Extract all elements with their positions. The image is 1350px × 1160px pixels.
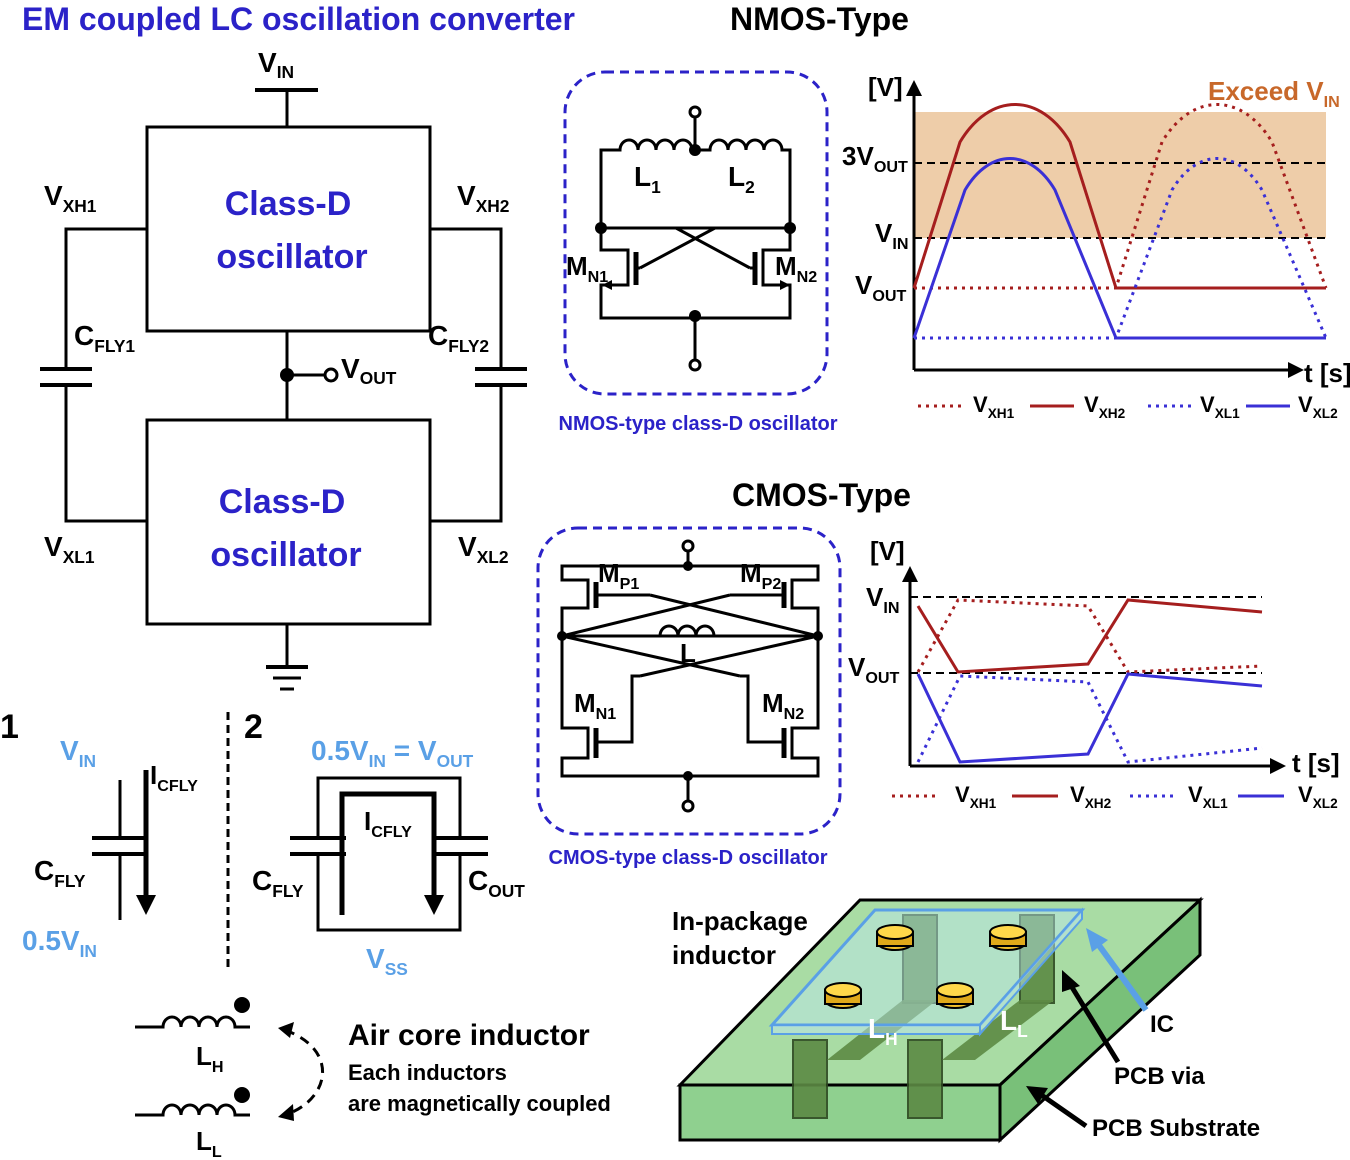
cmos-tick-vout: VOUT <box>848 652 900 687</box>
phase-2-number: 2 <box>244 708 263 746</box>
cmos-mp1-label: MP1 <box>598 558 639 593</box>
nmos-title: NMOS-Type <box>730 1 909 37</box>
cmos-l-label: L <box>680 638 696 668</box>
nmos-exceed-label: Exceed VIN <box>1208 76 1340 111</box>
nmos-xlabel: t [s] <box>1304 358 1350 388</box>
nmos-legend-vxl2: VXL2 <box>1298 392 1338 421</box>
phase-2-cout: COUT <box>468 865 525 901</box>
cmos-mn1-label: MN1 <box>574 688 616 723</box>
nmos-tick-3vout: 3VOUT <box>842 141 908 176</box>
top-level-schematic: VIN Class-D oscillator Class-D oscillato… <box>40 47 527 691</box>
class-d-upper-line1: Class-D <box>225 185 352 223</box>
vxl2-label: VXL2 <box>458 531 509 567</box>
cmos-ylabel: [V] <box>870 536 905 566</box>
nmos-trace-vxh2 <box>912 103 1326 290</box>
package-label-line2: inductor <box>672 940 776 970</box>
phase-1-top: VIN <box>60 735 96 771</box>
nmos-legend-vxl1: VXL1 <box>1200 392 1240 421</box>
cmos-tick-vin: VIN <box>866 582 899 617</box>
package-substrate-label: PCB Substrate <box>1092 1115 1260 1142</box>
lh-label: LH <box>196 1041 224 1076</box>
cmos-title: CMOS-Type <box>732 477 911 513</box>
nmos-trace-vxh1 <box>914 103 1328 290</box>
pcb-substrate-front <box>678 1083 1002 1142</box>
phase-2-vss: VSS <box>366 943 408 979</box>
nmos-exceed-region <box>914 112 1326 238</box>
cfly2-label: CFLY2 <box>428 320 489 356</box>
cmos-mn2-label: MN2 <box>762 688 804 723</box>
vout-label: VOUT <box>341 353 397 388</box>
cfly1-label: CFLY1 <box>74 320 135 356</box>
nmos-ylabel: [V] <box>868 72 903 102</box>
cmos-caption: CMOS-type class-D oscillator <box>549 847 828 869</box>
cmos-legend-vxl1: VXL1 <box>1188 782 1228 811</box>
package-ic-label: IC <box>1150 1011 1174 1038</box>
cmos-legend-vxh2: VXH2 <box>1070 782 1112 811</box>
vxl1-label: VXL1 <box>44 531 95 567</box>
air-core-inductor: LH LL Air core inductor Each inductors a… <box>135 997 611 1160</box>
cmos-trace-vxl2 <box>916 672 1263 764</box>
cmos-frame <box>536 526 842 836</box>
inductor-title: Air core inductor <box>348 1019 590 1052</box>
class-d-lower-line1: Class-D <box>219 483 346 521</box>
inductor-line1: Each inductors <box>348 1060 507 1085</box>
phase-1-current: ICFLY <box>150 760 198 795</box>
nmos-legend-vxh1: VXH1 <box>973 392 1015 421</box>
phase-2: 2 0.5VIN = VOUT ICFLY CFLY COUT VSS <box>244 708 525 979</box>
package-via-label: PCB via <box>1114 1063 1205 1090</box>
figure-title: EM coupled LC oscillation converter <box>22 1 575 37</box>
nmos-tick-vout: VOUT <box>855 270 907 305</box>
inductor-line2: are magnetically coupled <box>348 1091 611 1116</box>
cmos-trace-vxh2 <box>916 598 1263 674</box>
vin-label: VIN <box>258 47 294 82</box>
nmos-trace-vxl2 <box>912 157 1326 340</box>
phase-1-bottom: 0.5VIN <box>22 925 97 961</box>
phase-1-number: 1 <box>0 708 19 746</box>
cmos-mp2-label: MP2 <box>740 558 781 593</box>
package-ll-label: LL <box>1000 1005 1028 1041</box>
nmos-chart: Exceed VIN [V] t [s] 3VOUT VIN VOUT VXH1… <box>842 72 1350 421</box>
pcb-vias <box>792 914 1055 1119</box>
gold-pads <box>824 924 1027 1009</box>
cmos-xlabel: t [s] <box>1292 748 1340 778</box>
nmos-legend-vxh2: VXH2 <box>1084 392 1126 421</box>
phase-2-top: 0.5VIN = VOUT <box>311 735 474 771</box>
phase-2-current: ICFLY <box>364 806 412 841</box>
nmos-trace-vxl1 <box>914 157 1328 340</box>
nmos-l2-label: L2 <box>728 161 755 197</box>
cmos-legend-vxl2: VXL2 <box>1298 782 1338 811</box>
class-d-upper-line2: oscillator <box>216 238 367 276</box>
nmos-frame <box>563 70 829 396</box>
vxh2-label: VXH2 <box>457 180 509 216</box>
phase-2-cfly: CFLY <box>252 865 304 901</box>
nmos-mn1-label: MN1 <box>566 251 608 286</box>
nmos-l1-label: L1 <box>634 161 661 197</box>
package-lh-label: LH <box>868 1013 898 1049</box>
ll-label: LL <box>196 1126 222 1160</box>
in-package-inductor: LH LL In-package inductor IC PCB via PCB… <box>672 896 1260 1144</box>
phase-1: 1 VIN ICFLY CFLY 0.5VIN <box>0 708 198 961</box>
class-d-oscillator-upper <box>145 125 432 333</box>
cmos-chart: [V] t [s] VIN VOUT VXH1 VXH2 VXL1 VXL2 <box>848 536 1340 811</box>
class-d-lower-line2: oscillator <box>210 536 361 574</box>
nmos-tick-vin: VIN <box>875 218 908 253</box>
pcb-substrate-side <box>998 896 1202 1144</box>
vxh1-label: VXH1 <box>44 180 97 216</box>
nmos-caption: NMOS-type class-D oscillator <box>559 413 838 435</box>
class-d-oscillator-lower <box>145 418 432 626</box>
nmos-oscillator: L1 L2 MN1 MN2 NMOS-type class-D oscillat… <box>559 70 838 435</box>
cmos-oscillator: MP1 MP2 L MN1 MN2 CMOS-type class-D osci… <box>536 526 842 869</box>
cmos-legend-vxh1: VXH1 <box>955 782 997 811</box>
nmos-mn2-label: MN2 <box>775 251 817 286</box>
package-label-line1: In-package <box>672 906 808 936</box>
phase-1-cap: CFLY <box>34 855 86 891</box>
